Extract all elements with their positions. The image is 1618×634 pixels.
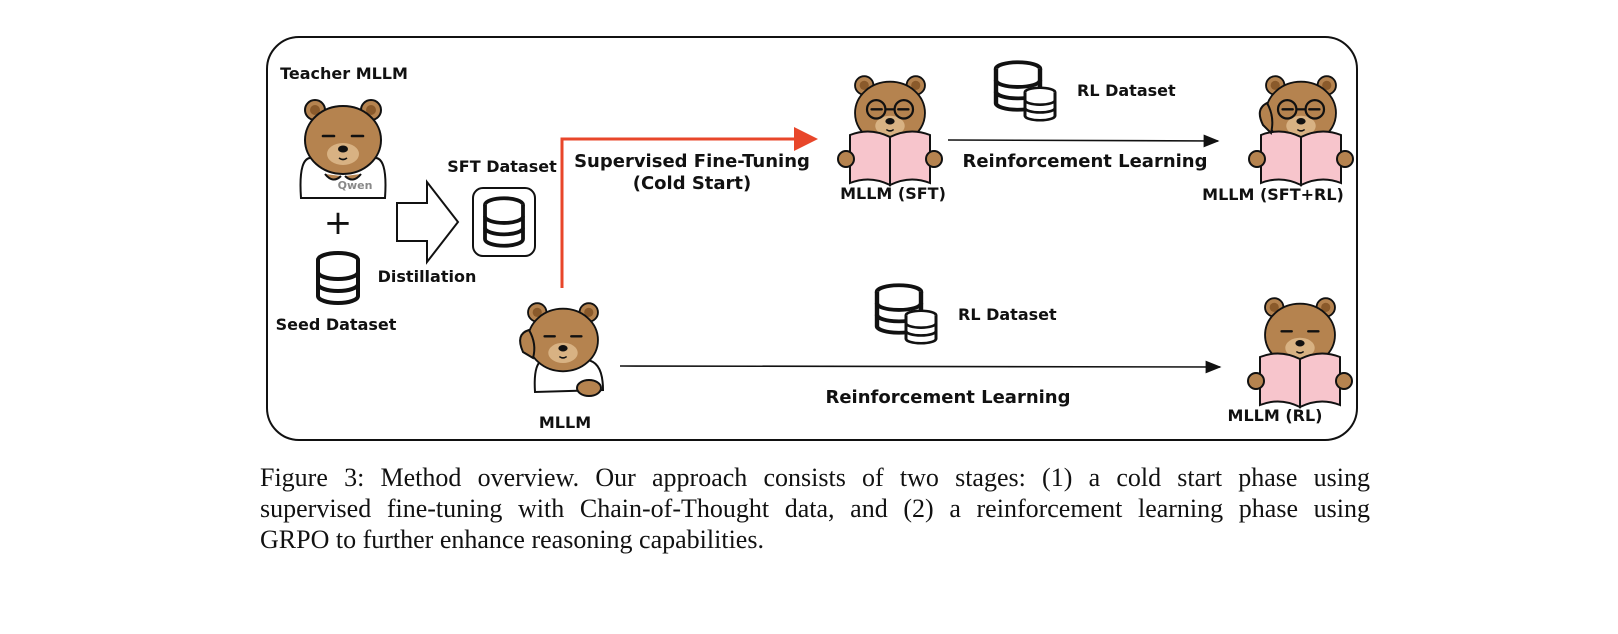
caption-line-2: supervised fine-tuning with Chain-of-Tho… [260,494,1370,523]
mllm-sft-rl-label: MLLM (SFT+RL) [1202,185,1344,204]
sft-dataset-label: SFT Dataset [447,157,557,176]
sft-stage-label-line1: Supervised Fine-Tuning [574,151,810,172]
mllm-rl-bear-icon [1247,297,1353,408]
rl-top-label: Reinforcement Learning [962,151,1207,172]
mllm-sft-bear-icon [837,75,943,186]
sft-arrow [560,127,818,288]
plus-sign: + [324,203,353,243]
distillation-arrow-icon [396,179,460,265]
seed-dataset-label: Seed Dataset [276,315,397,334]
mllm-rl-label: MLLM (RL) [1228,406,1323,425]
base-mllm-label: MLLM [539,413,591,432]
rl-dataset-bottom-icon [877,285,938,345]
diagram-frame [266,36,1358,441]
caption-line-3: GRPO to further enhance reasoning capabi… [260,525,764,554]
sft-stage-label-line2: (Cold Start) [633,173,752,194]
teacher-bear-icon: Qwen [299,98,387,199]
mllm-sft-rl-bear-icon [1248,75,1354,186]
rl-bottom-label: Reinforcement Learning [825,387,1070,408]
mllm-sft-label: MLLM (SFT) [840,184,946,203]
qwen-logo-text: Qwen [338,179,373,192]
figure-caption: Figure 3: Method overview. Our approach … [260,462,1370,555]
rl-dataset-top-icon [996,62,1057,122]
seed-dataset-icon [316,251,360,305]
distillation-label: Distillation [378,267,477,286]
rl-dataset-bottom-label: RL Dataset [958,305,1057,324]
teacher-label: Teacher MLLM [280,64,408,83]
caption-line-1: Figure 3: Method overview. Our approach … [260,463,1370,492]
rl-dataset-top-label: RL Dataset [1077,81,1176,100]
method-overview-diagram: Teacher MLLM Qwen + Seed Dataset Distill… [266,36,1358,441]
rl-bottom-arrow [619,360,1222,374]
rl-top-arrow [947,134,1220,148]
base-mllm-bear-icon [519,302,605,397]
sft-dataset-icon [483,196,525,248]
